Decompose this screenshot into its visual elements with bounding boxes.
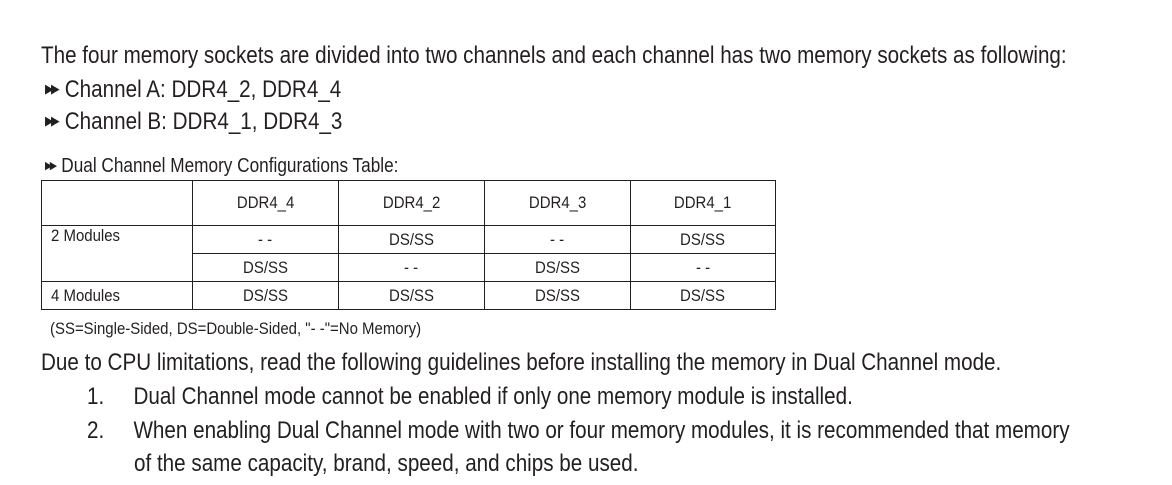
row-label bbox=[41, 253, 193, 282]
table-row: DS/SS - - DS/SS - - bbox=[41, 253, 776, 282]
table-cell: DS/SS bbox=[484, 281, 631, 310]
table-cell: DS/SS bbox=[192, 281, 339, 310]
table-cell: DS/SS bbox=[484, 253, 631, 282]
table-row: 2 Modules - - DS/SS - - DS/SS bbox=[41, 225, 776, 254]
guideline-item: 2. When enabling Dual Channel mode with t… bbox=[87, 417, 1070, 445]
memory-config-table: DDR4_4 DDR4_2 DDR4_3 DDR4_1 2 Modules - … bbox=[41, 180, 776, 310]
table-row: 4 Modules DS/SS DS/SS DS/SS DS/SS bbox=[41, 281, 776, 310]
intro-paragraph: The four memory sockets are divided into… bbox=[41, 42, 1067, 69]
channel-b-item: ▶▶ Channel B: DDR4_1, DDR4_3 bbox=[45, 108, 342, 136]
guideline-number: 1. bbox=[87, 383, 105, 410]
table-cell: DS/SS bbox=[338, 225, 485, 254]
guideline-text-continued: of the same capacity, brand, speed, and … bbox=[134, 450, 639, 477]
table-header-cell: DDR4_1 bbox=[630, 180, 776, 226]
channel-a-label: Channel A: DDR4_2, DDR4_4 bbox=[64, 76, 342, 103]
table-header-cell: DDR4_4 bbox=[192, 180, 339, 226]
table-cell: DS/SS bbox=[630, 225, 776, 254]
table-cell: DS/SS bbox=[192, 253, 339, 282]
table-header-cell: DDR4_3 bbox=[484, 180, 631, 226]
double-arrow-icon: ▶▶ bbox=[45, 160, 57, 172]
guideline-number: 2. bbox=[87, 417, 105, 444]
table-cell: - - bbox=[630, 253, 776, 282]
row-label: 4 Modules bbox=[41, 281, 193, 310]
table-header-cell: DDR4_2 bbox=[338, 180, 485, 226]
table-cell: - - bbox=[192, 225, 339, 254]
guideline-item: 1. Dual Channel mode cannot be enabled if… bbox=[87, 383, 853, 411]
channel-b-label: Channel B: DDR4_1, DDR4_3 bbox=[64, 108, 343, 135]
table-cell: DS/SS bbox=[630, 281, 776, 310]
table-header-row: DDR4_4 DDR4_2 DDR4_3 DDR4_1 bbox=[41, 180, 776, 226]
table-title: ▶▶ Dual Channel Memory Configurations Tab… bbox=[45, 155, 398, 178]
double-arrow-icon: ▶▶ bbox=[45, 113, 60, 128]
table-title-text: Dual Channel Memory Configurations Table… bbox=[61, 155, 399, 177]
guidelines-intro: Due to CPU limitations, read the followi… bbox=[41, 349, 1002, 376]
double-arrow-icon: ▶▶ bbox=[45, 81, 60, 96]
guideline-text: Dual Channel mode cannot be enabled if o… bbox=[133, 383, 853, 410]
guideline-text: When enabling Dual Channel mode with two… bbox=[133, 417, 1070, 444]
table-cell: - - bbox=[484, 225, 631, 254]
table-header-corner bbox=[41, 180, 193, 226]
table-cell: - - bbox=[338, 253, 485, 282]
table-legend: (SS=Single-Sided, DS=Double-Sided, "- -"… bbox=[50, 319, 422, 338]
row-label: 2 Modules bbox=[41, 225, 193, 254]
channel-a-item: ▶▶ Channel A: DDR4_2, DDR4_4 bbox=[45, 76, 341, 104]
table-cell: DS/SS bbox=[338, 281, 485, 310]
